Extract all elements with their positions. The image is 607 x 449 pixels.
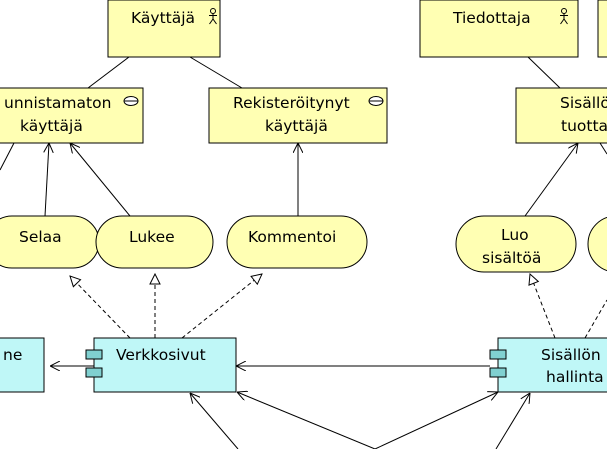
- actor-tiedottaja[interactable]: Tiedottaja: [419, 0, 579, 58]
- role-tunnistamaton-line1: unnistamaton: [4, 94, 111, 112]
- role-rekisteroitynyt-line2: käyttäjä: [265, 117, 328, 135]
- bottom-right-to-sisallon-arrow: [495, 393, 530, 449]
- collaboration-icon: [123, 96, 139, 106]
- role-rekisteroitynyt-line1: Rekisteröitynyt: [233, 94, 350, 112]
- component-tab-icon: [85, 349, 103, 360]
- verkkosivut-realizes-kommentoi: [181, 274, 262, 339]
- collaboration-icon: [368, 96, 384, 106]
- offscreen-right-dash: [584, 299, 607, 339]
- usecase-luo-sisaltoa[interactable]: Luo sisältöä: [455, 215, 577, 273]
- usecase-luo-line1: Luo: [501, 226, 529, 244]
- component-left-partial[interactable]: ne: [0, 337, 45, 393]
- offscreen-usecase-oval: [587, 216, 607, 272]
- lukee-to-role-arrow: [70, 143, 131, 217]
- actor-tiedottaja-label: Tiedottaja: [452, 9, 531, 27]
- role-rekisteroitynyt[interactable]: Rekisteröitynyt käyttäjä: [208, 87, 388, 144]
- component-tab-icon: [489, 349, 507, 360]
- tiedottaja-to-sisallon-line: [527, 56, 561, 89]
- offscreen-left-line: [0, 142, 15, 171]
- actor-kayttaja-label: Käyttäjä: [131, 9, 195, 27]
- bottom-to-sisallon-arrow: [374, 392, 498, 449]
- component-verkkosivut[interactable]: Verkkosivut: [85, 337, 237, 393]
- bottom-left-to-verkkosivut-arrow: [190, 393, 239, 449]
- usecase-kommentoi-label: Kommentoi: [248, 228, 336, 246]
- stick-figure-icon: [560, 8, 568, 25]
- usecase-luo-line2: sisältöä: [482, 249, 541, 267]
- bottom-to-verkkosivut-arrow: [237, 392, 376, 449]
- role-sisallon-line1: Sisällö: [560, 94, 607, 112]
- offscreen-right-line: [599, 142, 607, 155]
- actor-kayttaja[interactable]: Käyttäjä: [107, 0, 221, 58]
- usecase-selaa-label: Selaa: [19, 228, 62, 246]
- selaa-to-role-arrow: [45, 143, 49, 217]
- stick-figure-icon: [209, 8, 217, 25]
- component-left-label: ne: [3, 346, 22, 364]
- usecase-lukee[interactable]: Lukee: [95, 215, 214, 269]
- offscreen-actor-box: [597, 0, 607, 58]
- kayttaja-to-tunnistamaton-line: [87, 56, 130, 89]
- connectors: [0, 56, 607, 449]
- role-sisallon-line2: tuotta: [561, 117, 607, 135]
- luo-to-role-arrow: [524, 143, 578, 217]
- sisallon-realizes-luo: [530, 274, 556, 339]
- component-sisallon-hallinta[interactable]: Sisällön hallinta: [489, 337, 607, 393]
- role-sisallon-tuottaja[interactable]: Sisällö tuotta: [515, 87, 607, 144]
- verkkosivut-realizes-selaa: [70, 276, 131, 339]
- usecase-lukee-label: Lukee: [129, 228, 175, 246]
- usecase-selaa[interactable]: Selaa: [0, 215, 100, 269]
- component-tab-icon: [489, 367, 507, 378]
- component-sisallon-line2: hallinta: [546, 368, 604, 386]
- usecase-kommentoi[interactable]: Kommentoi: [226, 215, 368, 269]
- component-verkkosivut-label: Verkkosivut: [116, 346, 206, 364]
- component-sisallon-line1: Sisällön: [541, 346, 601, 364]
- component-tab-icon: [85, 367, 103, 378]
- role-tunnistamaton[interactable]: unnistamaton käyttäjä: [0, 87, 144, 144]
- kayttaja-to-rekisteroitynyt-line: [189, 56, 243, 89]
- role-tunnistamaton-line2: käyttäjä: [20, 117, 83, 135]
